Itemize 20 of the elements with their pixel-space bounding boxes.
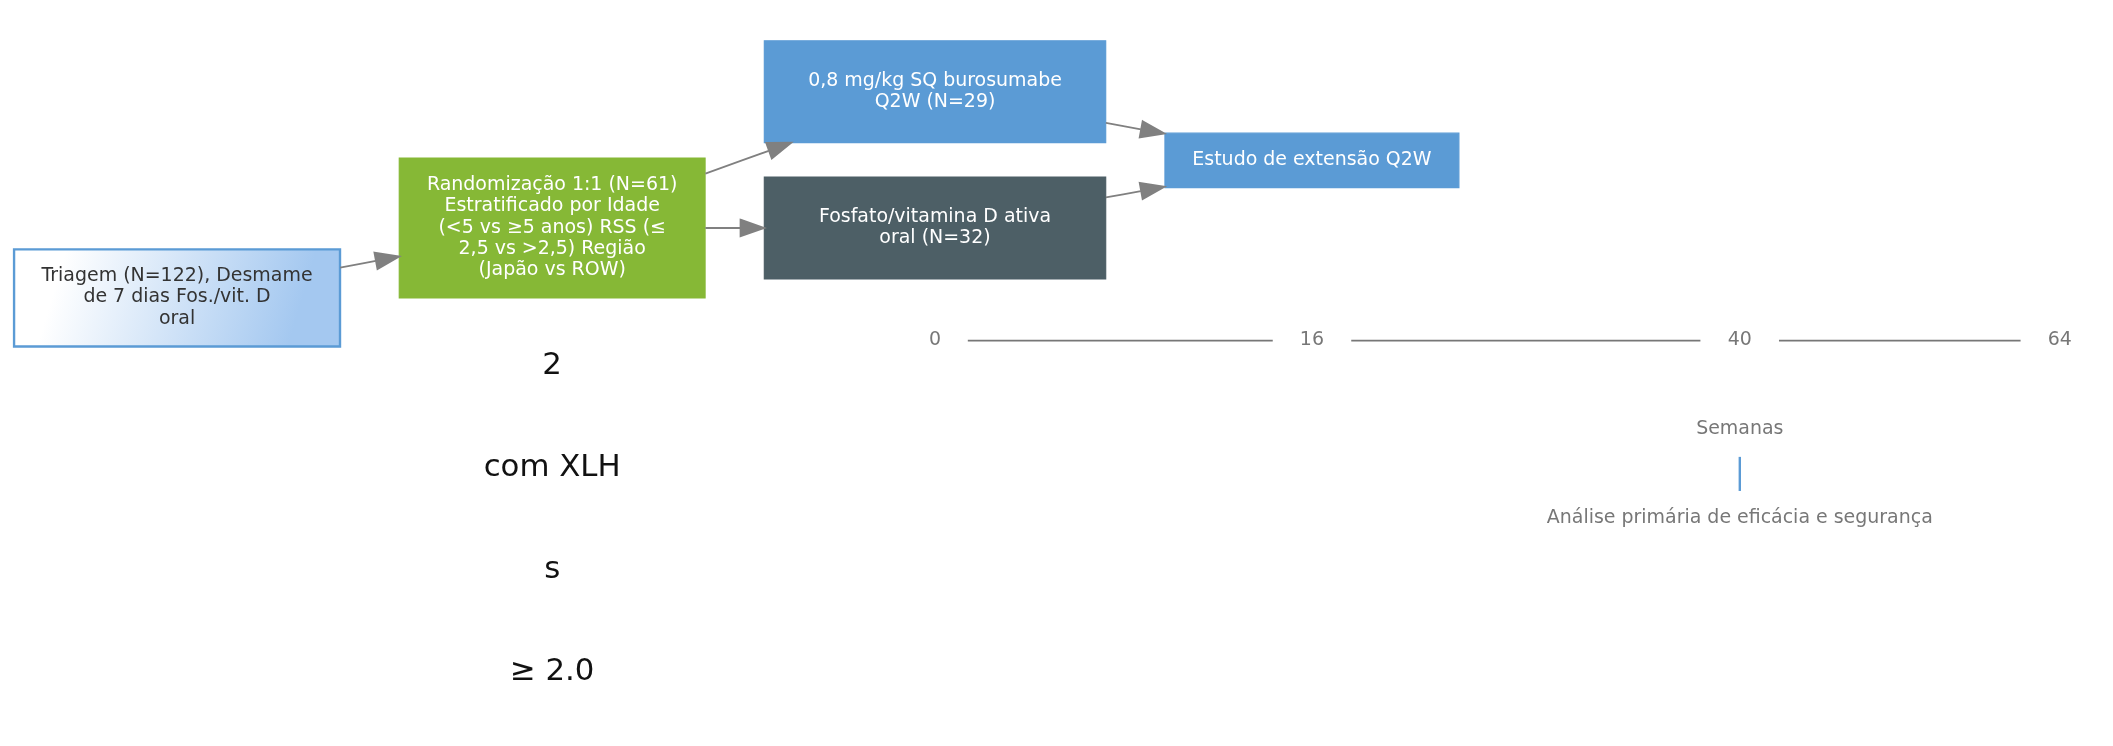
arrow (704, 217, 767, 238)
label: ≥ 2.0 (509, 650, 595, 687)
label: Análise primária de eficácia e segurança (1546, 504, 1933, 527)
arrow (339, 251, 402, 270)
arrow (1105, 181, 1168, 201)
node-box: Randomização 1:1 (N=61) Estratificado por Idade (<5 vs ≥5 anos) RSS (≤ 2,5 vs >2,5) Região (Japão vs ROW) (398, 157, 706, 299)
node-box: Fosfato/vitamina D ativa oral (N=32) (763, 175, 1107, 280)
label: 2 (542, 344, 562, 381)
label: s (544, 548, 561, 585)
label: com XLH (483, 446, 621, 483)
label: Semanas (1696, 415, 1784, 438)
node-box: 0,8 mg/kg SQ burosumabe Q2W (N=29) (763, 39, 1107, 143)
label: 64 (2047, 326, 2072, 349)
arrow (704, 141, 794, 174)
node-box: Triagem (N=122), Desmame de 7 dias Fos./vit. D oral (12, 247, 342, 348)
label: 16 (1299, 326, 1324, 349)
arrow (1105, 119, 1168, 139)
node-box: Estudo de extensão Q2W (1164, 132, 1460, 188)
label: 0 (928, 326, 942, 349)
label: 40 (1727, 326, 1752, 349)
